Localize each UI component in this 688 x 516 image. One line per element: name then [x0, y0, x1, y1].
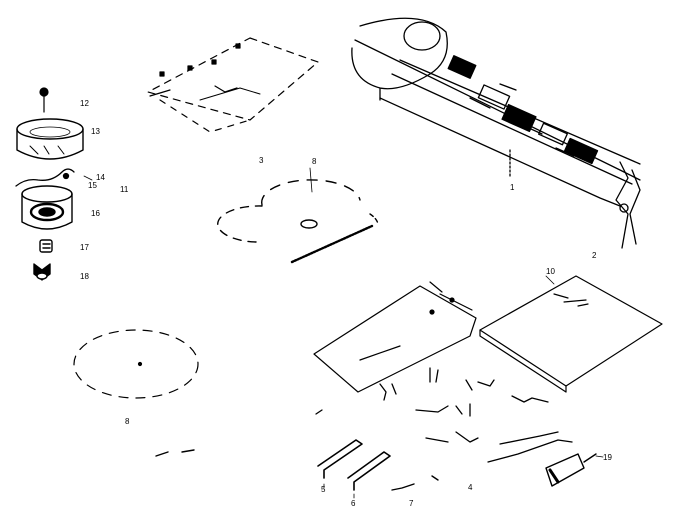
callout-10: 10: [546, 267, 555, 276]
spacer-part: [39, 239, 53, 253]
callout-17: 17: [80, 243, 89, 252]
knob-part: [39, 87, 49, 113]
wheel-part: [21, 185, 73, 230]
callout-7: 7: [409, 499, 414, 508]
leader-lines: [83, 167, 604, 499]
insert-sheet-part: [313, 281, 477, 393]
callout-1: 1: [510, 183, 515, 192]
callout-8-disc: 8: [125, 417, 130, 426]
callout-16: 16: [91, 209, 100, 218]
fence-plate-part: [147, 37, 319, 133]
callout-6: 6: [351, 499, 356, 508]
callout-2: 2: [592, 251, 597, 260]
callout-12: 12: [80, 99, 89, 108]
callout-8-blade: 8: [312, 157, 317, 166]
callout-13: 13: [91, 127, 100, 136]
spring-part: [15, 168, 75, 187]
fence-rail-assembly-part: [351, 17, 641, 249]
callout-5: 5: [321, 485, 326, 494]
manual-part: [479, 275, 663, 393]
callout-3: 3: [259, 156, 264, 165]
callout-14: 14: [96, 173, 105, 182]
lubricant-tube-part: [545, 453, 597, 487]
wing-nut-part: [33, 263, 51, 281]
cutting-disc-part: [73, 329, 199, 399]
callout-labels: 1 2 3 4 5 6 7 8 8 10 11 12 13 14 15 16 1…: [80, 99, 612, 508]
hardware-pins-part: [315, 367, 573, 463]
callout-4: 4: [468, 483, 473, 492]
hex-key-parts: [155, 439, 439, 491]
blade-guard-cup-part: [16, 118, 84, 160]
saw-blade-part: [217, 179, 379, 264]
callout-15: 15: [88, 181, 97, 190]
callout-19: 19: [603, 453, 612, 462]
callout-11: 11: [120, 185, 129, 194]
callout-18: 18: [80, 272, 89, 281]
